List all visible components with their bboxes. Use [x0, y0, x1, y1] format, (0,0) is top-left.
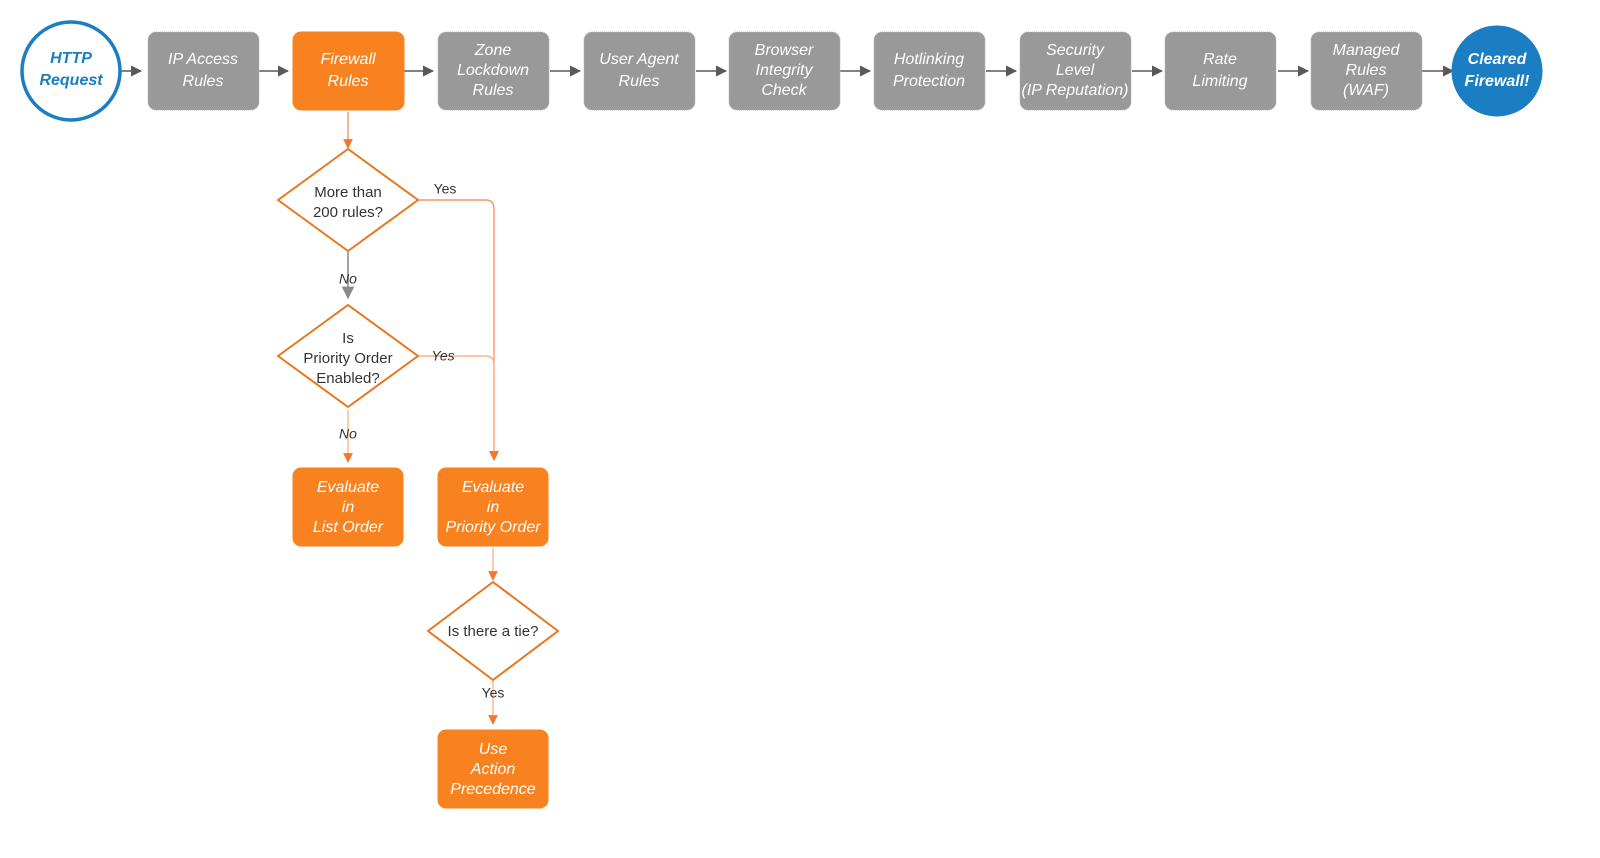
outcome-evaluate-in-list-order[interactable]: Evaluate in List Order	[292, 467, 404, 547]
is-priority-order-enabled-line-3: Enabled?	[316, 370, 379, 387]
ip-access-rules-line-2: Rules	[183, 73, 224, 90]
http-request-line-1: HTTP	[50, 50, 92, 67]
firewall-rules-line-1: Firewall	[320, 51, 376, 68]
managed-rules-waf-line-2: Rules	[1346, 62, 1387, 79]
node-http-request[interactable]: HTTP Request	[20, 20, 122, 122]
evaluate-in-priority-order-line-2: in	[487, 499, 500, 516]
label-more-than-200-yes: Yes	[434, 181, 457, 197]
evaluate-in-list-order-line-1: Evaluate	[317, 479, 379, 496]
evaluate-in-priority-order-box	[437, 467, 549, 547]
node-managed-rules-waf[interactable]: Managed Rules (WAF)	[1310, 31, 1423, 111]
ip-access-rules-box	[147, 31, 260, 111]
browser-integrity-check-line-1: Browser	[755, 42, 814, 59]
label-more-than-200-no: No	[339, 271, 357, 287]
hotlinking-protection-line-1: Hotlinking	[894, 51, 964, 68]
firewall-rules-line-2: Rules	[328, 73, 369, 90]
label-priority-order-yes: Yes	[431, 348, 454, 364]
hotlinking-protection-box	[873, 31, 986, 111]
is-there-a-tie-line-1: Is there a tie?	[448, 623, 539, 640]
rate-limiting-line-1: Rate	[1203, 51, 1237, 68]
browser-integrity-check-line-2: Integrity	[756, 62, 814, 79]
security-level-line-3: (IP Reputation)	[1021, 82, 1128, 99]
evaluate-in-priority-order-line-3: Priority Order	[445, 519, 541, 536]
decision-connectors	[341, 112, 499, 725]
node-rate-limiting[interactable]: Rate Limiting	[1164, 31, 1277, 111]
security-level-box	[1019, 31, 1132, 111]
security-level-line-1: Security	[1046, 42, 1105, 59]
is-priority-order-enabled-line-1: Is	[342, 330, 354, 347]
edge-priority-order-yes	[418, 355, 499, 461]
hotlinking-protection-line-2: Protection	[893, 73, 965, 90]
ip-access-rules-line-1: IP Access	[168, 51, 238, 68]
zone-lockdown-rules-line-3: Rules	[473, 82, 514, 99]
evaluate-in-list-order-box	[292, 467, 404, 547]
node-ip-access-rules[interactable]: IP Access Rules	[147, 31, 260, 111]
edge-more-than-200-yes	[418, 199, 499, 461]
cleared-firewall-circle	[1451, 25, 1543, 117]
use-action-precedence-line-3: Precedence	[450, 781, 535, 798]
managed-rules-waf-line-3: (WAF)	[1343, 82, 1389, 99]
cleared-firewall-line-2: Firewall!	[1465, 73, 1531, 90]
http-request-circle	[20, 20, 122, 122]
user-agent-rules-box	[583, 31, 696, 111]
use-action-precedence-line-1: Use	[479, 741, 508, 758]
more-than-200-rules-line-1: More than	[314, 184, 382, 201]
use-action-precedence-box	[437, 729, 549, 809]
node-firewall-rules[interactable]: Firewall Rules	[292, 31, 405, 111]
outcome-evaluate-in-priority-order[interactable]: Evaluate in Priority Order	[437, 467, 549, 547]
decision-is-priority-order-enabled[interactable]: Is Priority Order Enabled?	[277, 304, 419, 408]
user-agent-rules-line-2: Rules	[619, 73, 660, 90]
more-than-200-rules-diamond	[277, 148, 419, 252]
node-cleared-firewall[interactable]: Cleared Firewall!	[1451, 25, 1543, 117]
decision-is-there-a-tie[interactable]: Is there a tie?	[427, 581, 559, 681]
zone-lockdown-rules-box	[437, 31, 550, 111]
decision-more-than-200-rules[interactable]: More than 200 rules?	[277, 148, 419, 252]
label-priority-order-no: No	[339, 426, 357, 442]
use-action-precedence-line-2: Action	[470, 761, 516, 778]
edge-labels: Yes No Yes No Yes	[339, 181, 504, 701]
rate-limiting-box	[1164, 31, 1277, 111]
is-there-a-tie-diamond	[427, 581, 559, 681]
http-request-line-2: Request	[39, 72, 103, 89]
is-priority-order-enabled-diamond	[277, 304, 419, 408]
more-than-200-rules-line-2: 200 rules?	[313, 204, 383, 221]
node-browser-integrity-check[interactable]: Browser Integrity Check	[728, 31, 841, 111]
evaluate-in-list-order-line-3: List Order	[313, 519, 384, 536]
user-agent-rules-line-1: User Agent	[599, 51, 679, 68]
evaluate-in-list-order-line-2: in	[342, 499, 355, 516]
zone-lockdown-rules-line-1: Zone	[474, 42, 512, 59]
security-level-line-2: Level	[1056, 62, 1095, 79]
firewall-rules-box	[292, 31, 405, 111]
managed-rules-waf-box	[1310, 31, 1423, 111]
label-tie-yes: Yes	[482, 685, 505, 701]
browser-integrity-check-box	[728, 31, 841, 111]
is-priority-order-enabled-line-2: Priority Order	[303, 350, 392, 367]
node-zone-lockdown-rules[interactable]: Zone Lockdown Rules	[437, 31, 550, 111]
outcome-use-action-precedence[interactable]: Use Action Precedence	[437, 729, 549, 809]
node-hotlinking-protection[interactable]: Hotlinking Protection	[873, 31, 986, 111]
evaluate-in-priority-order-line-1: Evaluate	[462, 479, 524, 496]
cleared-firewall-line-1: Cleared	[1468, 51, 1528, 68]
zone-lockdown-rules-line-2: Lockdown	[457, 62, 529, 79]
browser-integrity-check-line-3: Check	[761, 82, 807, 99]
node-security-level[interactable]: Security Level (IP Reputation)	[1019, 31, 1132, 111]
rate-limiting-line-2: Limiting	[1192, 73, 1247, 90]
managed-rules-waf-line-1: Managed	[1333, 42, 1401, 59]
node-user-agent-rules[interactable]: User Agent Rules	[583, 31, 696, 111]
